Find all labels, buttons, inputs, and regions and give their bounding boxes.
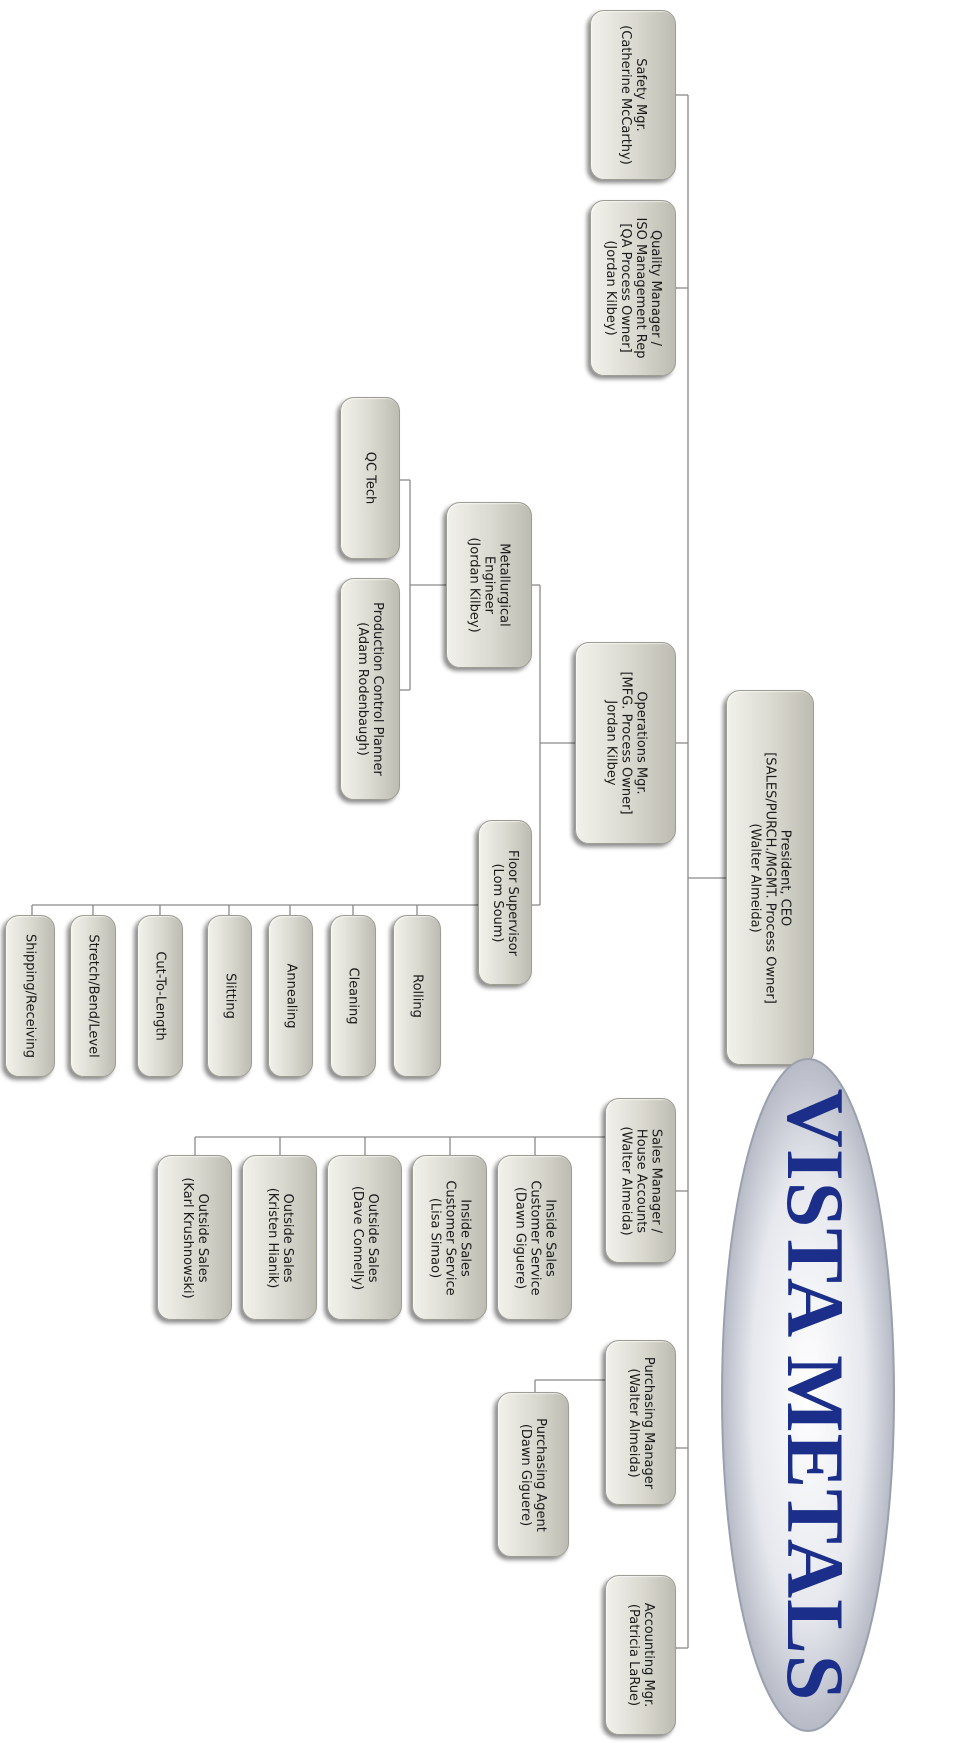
node-outside-sales-karl: Outside Sales (Karl Krushnowski) <box>157 1155 232 1320</box>
logo-oval <box>721 1058 895 1732</box>
node-production-control-planner-line-2: (Adam Rodenbaugh) <box>355 622 370 756</box>
node-purchasing-manager: Purchasing Manager (Walter Almeida) <box>605 1340 676 1505</box>
node-stretch-bend-level-label: Stretch/Bend/Level <box>85 934 101 1058</box>
node-metallurgical-engineer-line-1: Metallurgical <box>496 543 512 627</box>
node-president: President, CEO [SALES/PURCH./MGMT. Proce… <box>726 690 814 1065</box>
node-outside-sales-dave: Outside Sales (Dave Connelly) <box>327 1155 402 1320</box>
node-outside-sales-kristen-line-2: (Kristen Hianik) <box>264 1187 280 1288</box>
node-sales-manager-line-1: Sales Manager / <box>648 1128 663 1233</box>
node-sales-manager: Sales Manager / House Accounts (Walter A… <box>605 1098 676 1263</box>
node-production-control-planner: Production Control Planner (Adam Rodenba… <box>340 578 400 800</box>
node-slitting-label: Slitting <box>222 973 237 1019</box>
node-outside-sales-kristen-line-1: Outside Sales <box>279 1193 295 1282</box>
vista-metals-logo: VISTA METALS <box>721 1058 895 1732</box>
node-safety-mgr-line-2: (Catherine McCarthy) <box>618 25 633 165</box>
node-quality-mgr: Quality Manager / ISO Management Rep [QA… <box>590 200 676 376</box>
node-cleaning: Cleaning <box>330 915 376 1077</box>
node-quality-mgr-line-4: (Jordan Kilbey) <box>603 240 618 336</box>
node-cut-to-length-label: Cut-To-Length <box>152 951 168 1041</box>
node-quality-mgr-line-1: Quality Manager / <box>648 229 663 347</box>
node-inside-sales-dawn-line-1: Inside Sales <box>542 1198 557 1277</box>
node-metallurgical-engineer: Metallurgical Engineer (Jordan Kilbey) <box>446 502 532 668</box>
node-slitting: Slitting <box>207 915 252 1077</box>
node-shipping-receiving: Shipping/Receiving <box>5 915 55 1077</box>
node-purchasing-manager-line-2: (Walter Almeida) <box>625 1367 641 1478</box>
node-accounting-mgr: Accounting Mgr. (Patricia LaRue) <box>605 1575 676 1735</box>
node-outside-sales-karl-line-2: (Karl Krushnowski) <box>179 1176 195 1299</box>
node-accounting-mgr-line-1: Accounting Mgr. <box>640 1602 656 1708</box>
node-metallurgical-engineer-line-3: (Jordan Kilbey) <box>466 537 482 633</box>
node-inside-sales-dawn: Inside Sales Customer Service (Dawn Gigu… <box>497 1155 572 1320</box>
node-purchasing-agent-line-1: Purchasing Agent <box>533 1417 548 1532</box>
node-purchasing-manager-line-1: Purchasing Manager <box>640 1356 656 1489</box>
node-floor-supervisor-line-2: (Lom Soum) <box>490 862 505 942</box>
node-operations-mgr: Operations Mgr. [MFG. Process Owner] Jor… <box>575 642 676 844</box>
node-metallurgical-engineer-line-2: Engineer <box>481 556 497 614</box>
node-stretch-bend-level: Stretch/Bend/Level <box>70 915 116 1077</box>
node-outside-sales-dave-line-1: Outside Sales <box>364 1193 380 1282</box>
node-safety-mgr: Safety Mgr. (Catherine McCarthy) <box>590 10 676 180</box>
node-cleaning-label: Cleaning <box>345 967 361 1025</box>
node-inside-sales-dawn-line-3: (Dawn Giguere) <box>512 1186 527 1289</box>
node-inside-sales-dawn-line-2: Customer Service <box>527 1179 542 1296</box>
node-annealing: Annealing <box>268 915 313 1077</box>
node-purchasing-agent: Purchasing Agent (Dawn Giguere) <box>497 1392 569 1557</box>
node-president-line-1: President, CEO <box>777 829 793 926</box>
node-quality-mgr-line-3: [QA Process Owner] <box>618 223 633 353</box>
node-inside-sales-lisa-line-1: Inside Sales <box>457 1198 472 1277</box>
node-floor-supervisor: Floor Supervisor (Lom Soum) <box>478 820 532 985</box>
node-cut-to-length: Cut-To-Length <box>137 915 183 1077</box>
node-qc-tech: QC Tech <box>340 397 400 559</box>
node-outside-sales-karl-line-1: Outside Sales <box>194 1193 210 1282</box>
node-annealing-label: Annealing <box>283 963 298 1029</box>
node-quality-mgr-line-2: ISO Management Rep <box>633 217 648 359</box>
node-outside-sales-kristen: Outside Sales (Kristen Hianik) <box>242 1155 317 1320</box>
node-qc-tech-line-1: QC Tech <box>362 451 378 505</box>
node-inside-sales-lisa-line-3: (Lisa Simao) <box>427 1197 442 1278</box>
node-rolling: Rolling <box>393 915 441 1077</box>
node-operations-mgr-line-3: Jordan Kilbey <box>603 700 618 786</box>
node-operations-mgr-line-1: Operations Mgr. <box>633 691 648 795</box>
node-operations-mgr-line-2: [MFG. Process Owner] <box>618 671 633 815</box>
node-floor-supervisor-line-1: Floor Supervisor <box>505 849 520 956</box>
node-rolling-label: Rolling <box>409 974 425 1018</box>
node-production-control-planner-line-1: Production Control Planner <box>370 602 385 776</box>
node-president-line-3: (Walter Almeida) <box>747 822 763 933</box>
node-sales-manager-line-3: (Walter Almeida) <box>618 1125 633 1236</box>
node-purchasing-agent-line-2: (Dawn Giguere) <box>518 1423 533 1526</box>
node-shipping-receiving-label: Shipping/Receiving <box>22 933 38 1059</box>
node-inside-sales-lisa: Inside Sales Customer Service (Lisa Sima… <box>412 1155 487 1320</box>
logo-text: VISTA METALS <box>770 1089 861 1702</box>
node-inside-sales-lisa-line-2: Customer Service <box>442 1179 457 1296</box>
node-sales-manager-line-2: House Accounts <box>633 1128 648 1233</box>
node-safety-mgr-line-1: Safety Mgr. <box>633 58 648 132</box>
node-outside-sales-dave-line-2: (Dave Connelly) <box>349 1185 365 1290</box>
node-accounting-mgr-line-2: (Patricia LaRue) <box>625 1603 641 1707</box>
node-president-line-2: [SALES/PURCH./MGMT. Process Owner] <box>762 751 778 1004</box>
